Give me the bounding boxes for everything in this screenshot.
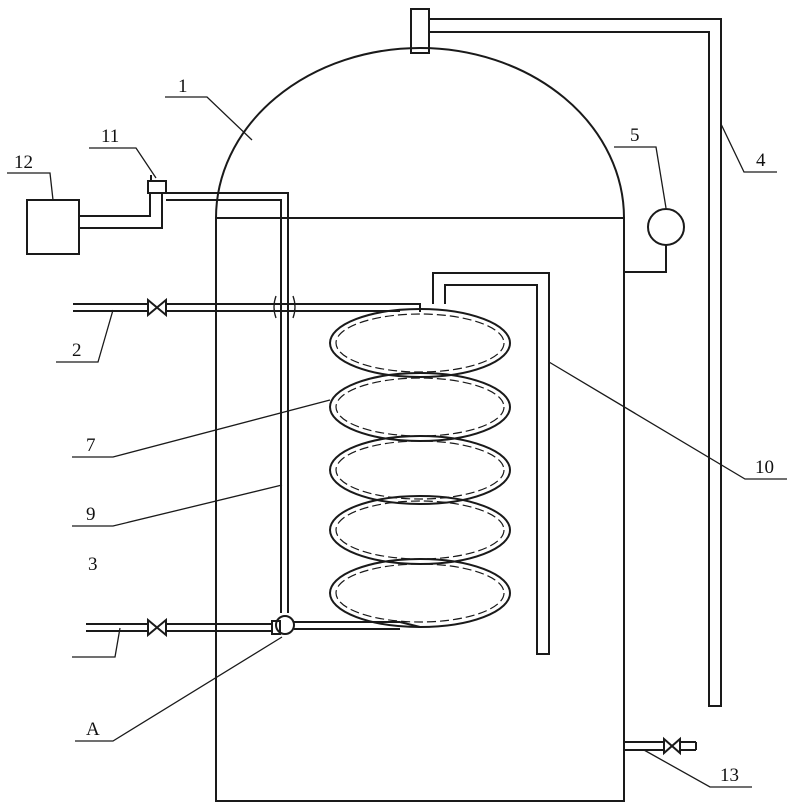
label-a: A <box>86 719 100 740</box>
valve-icon <box>148 300 166 315</box>
label-7: 7 <box>86 435 96 456</box>
pipe-9 <box>166 193 295 613</box>
vent-pipe <box>411 9 721 706</box>
pipe-2 <box>73 300 400 315</box>
pipe-10 <box>433 273 549 654</box>
label-9: 9 <box>86 504 96 525</box>
junction-a <box>276 616 294 634</box>
drain-13 <box>624 739 696 753</box>
gauge-5 <box>624 209 684 272</box>
leader-lines <box>7 97 787 787</box>
label-3: 3 <box>88 554 98 575</box>
label-4: 4 <box>756 150 766 171</box>
coil-7 <box>330 304 510 627</box>
device-12 <box>27 200 79 254</box>
label-5: 5 <box>630 125 640 146</box>
valve-icon <box>148 620 166 635</box>
label-2: 2 <box>72 340 82 361</box>
label-12: 12 <box>14 152 33 173</box>
pipe-3 <box>86 616 400 635</box>
part-11 <box>79 175 166 228</box>
label-13: 13 <box>720 765 739 786</box>
label-10: 10 <box>755 457 774 478</box>
label-11: 11 <box>101 126 119 147</box>
label-1: 1 <box>178 76 188 97</box>
valve-icon <box>664 739 680 753</box>
